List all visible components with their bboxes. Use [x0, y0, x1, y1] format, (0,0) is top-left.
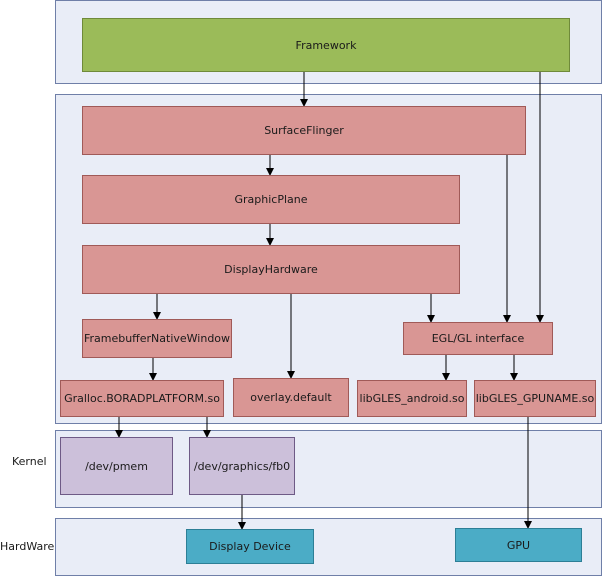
framebuffernativewindow-box: FramebufferNativeWindow — [82, 319, 232, 358]
overlay-box: overlay.default — [233, 378, 349, 417]
dev-pmem-box: /dev/pmem — [60, 437, 173, 495]
display-device-box: Display Device — [186, 529, 314, 564]
gpu-box: GPU — [455, 528, 582, 562]
surfaceflinger-box: SurfaceFlinger — [82, 106, 526, 155]
framework-box: Framework — [82, 18, 570, 72]
kernel-label: Kernel — [12, 455, 47, 468]
gralloc-box: Gralloc.BORADPLATFORM.so — [60, 380, 224, 417]
dev-graphics-fb0-box: /dev/graphics/fb0 — [189, 437, 295, 495]
libgles-gpuname-box: libGLES_GPUNAME.so — [474, 380, 596, 417]
displayhardware-box: DisplayHardware — [82, 245, 460, 294]
egl-gl-interface-box: EGL/GL interface — [403, 322, 553, 355]
hardware-label: HardWare — [0, 540, 55, 553]
libgles-android-box: libGLES_android.so — [357, 380, 467, 417]
graphicplane-box: GraphicPlane — [82, 175, 460, 224]
